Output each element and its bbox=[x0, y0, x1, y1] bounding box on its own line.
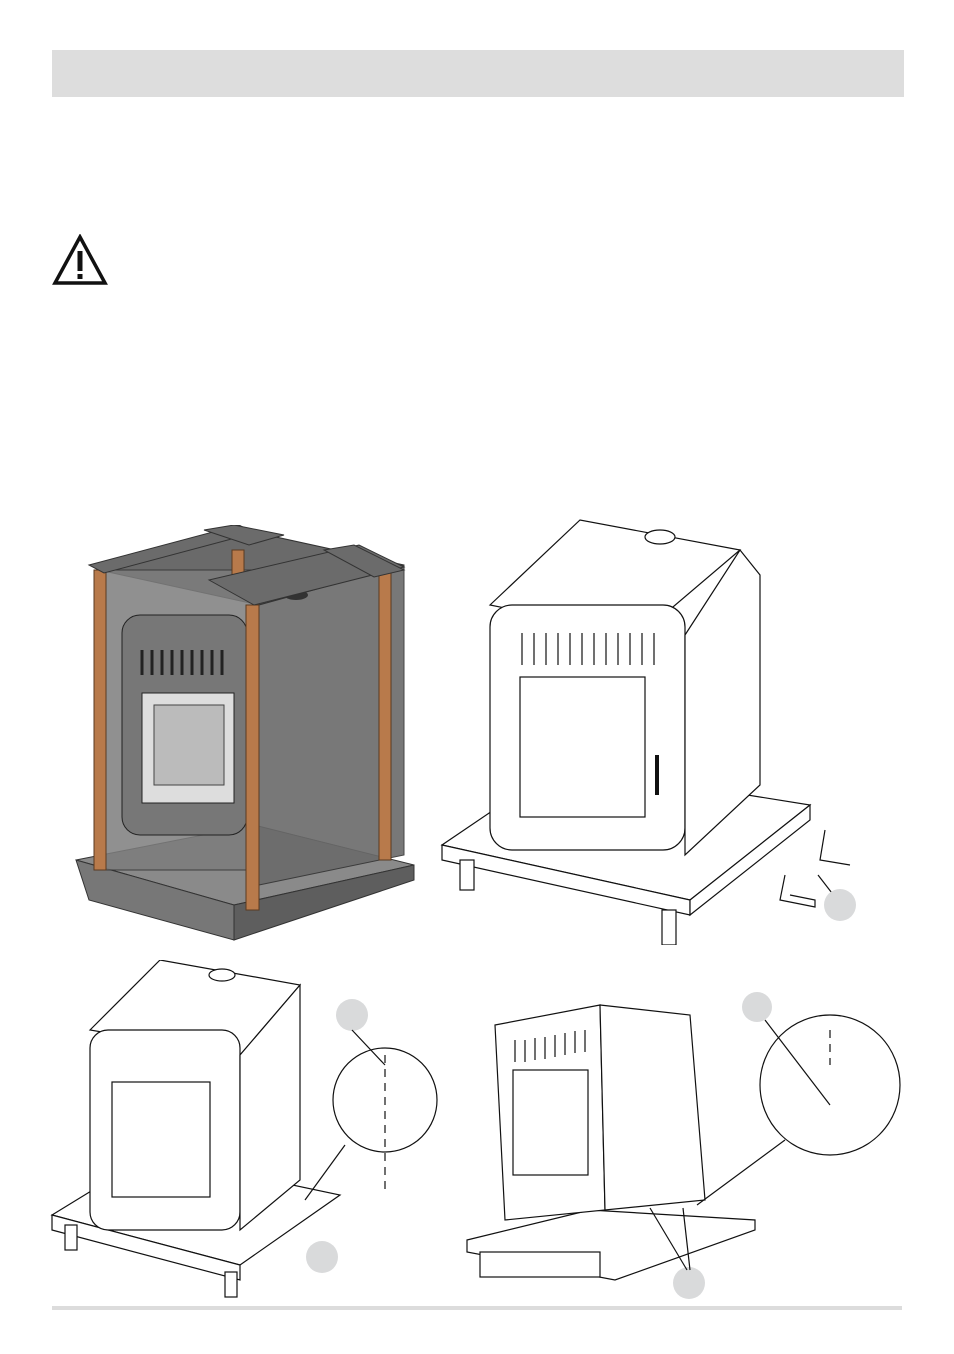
figure-stove-tilted-bottom bbox=[466, 992, 901, 1299]
footer-rule bbox=[52, 1306, 902, 1310]
section-header-bar bbox=[52, 50, 904, 97]
figure-stove-on-pallet bbox=[440, 519, 856, 945]
warning-triangle-icon bbox=[52, 234, 108, 285]
callout-circle bbox=[824, 889, 856, 921]
callout-circle bbox=[673, 1267, 705, 1299]
figure-stove-screw-fixing bbox=[50, 960, 438, 1298]
callout-circle bbox=[306, 1241, 338, 1273]
callout-circle bbox=[336, 999, 368, 1031]
figure-packaged-stove bbox=[75, 525, 415, 941]
callout-circle bbox=[742, 992, 772, 1022]
